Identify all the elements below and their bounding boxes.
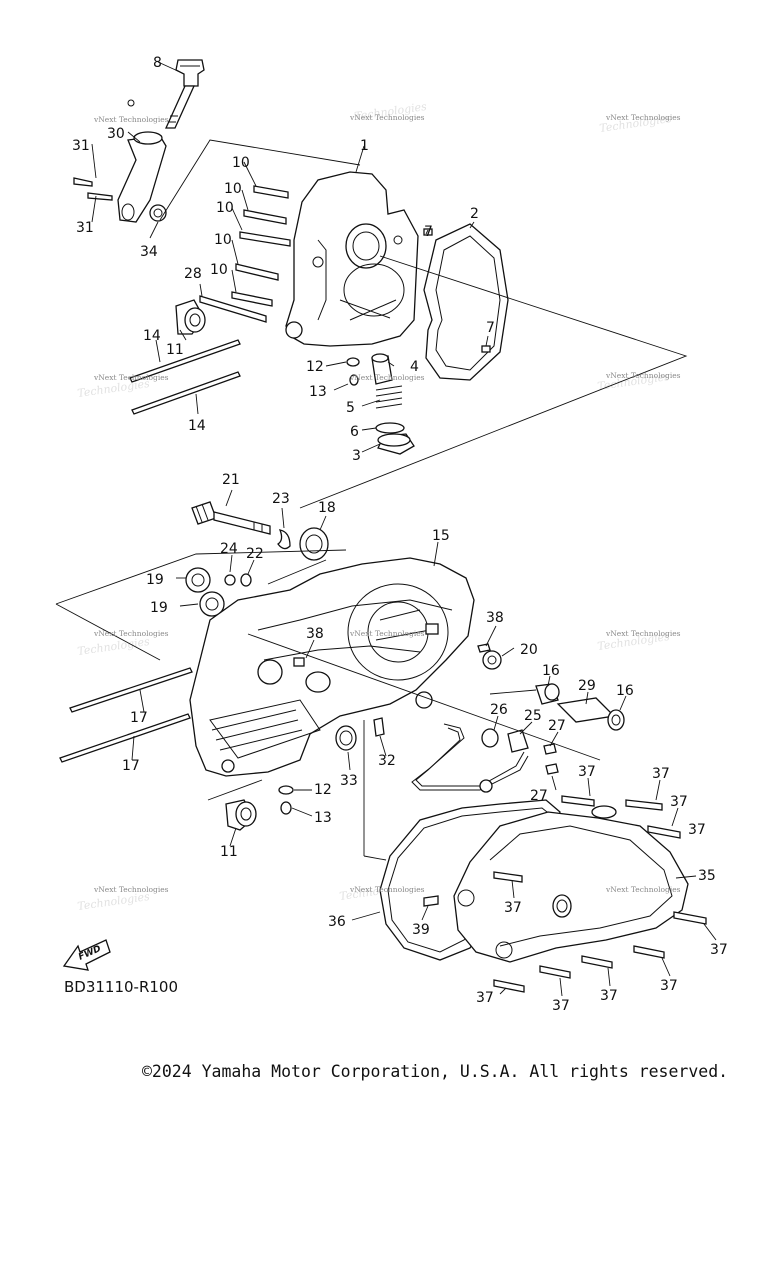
callout-label: 28 — [184, 266, 202, 282]
middle-leader-lines — [55, 489, 627, 861]
callout-label: 37 — [552, 998, 570, 1014]
callout-label: 10 — [232, 155, 250, 171]
watermark: vNext Technologies — [349, 113, 425, 122]
crankcase-right-cover — [285, 171, 419, 347]
callout-label: 31 — [76, 220, 94, 236]
callout-label: 6 — [350, 424, 359, 440]
studs-17 — [59, 667, 193, 763]
callout-label: 16 — [542, 663, 560, 679]
callout-label: 27 — [548, 718, 566, 734]
watermark: vNext Technologies — [605, 885, 681, 894]
callout-label: 30 — [107, 126, 125, 142]
dipstick-assembly — [73, 59, 205, 223]
callout-label: 5 — [346, 400, 355, 416]
callout-label: 11 — [220, 844, 238, 860]
callout-label: 14 — [143, 328, 161, 344]
callout-label: 16 — [616, 683, 634, 699]
exploded-parts-diagram: Technologies Technologies Technologies T… — [55, 55, 728, 1014]
callout-label: 25 — [524, 708, 542, 724]
collar-11-top — [175, 299, 206, 335]
copyright-notice: ©2024 Yamaha Motor Corporation, U.S.A. A… — [142, 1062, 729, 1081]
callout-label: 10 — [214, 232, 232, 248]
watermark: vNext Technologies — [605, 371, 681, 380]
callout-label: 37 — [688, 822, 706, 838]
gasket-2 — [423, 223, 509, 381]
callout-label: 4 — [410, 359, 419, 375]
callout-label: 19 — [146, 572, 164, 588]
callout-label: 12 — [306, 359, 324, 375]
callout-label: 17 — [130, 710, 148, 726]
callout-label: 37 — [710, 942, 728, 958]
watermark: vNext Technologies — [349, 373, 425, 382]
watermark: vNext Technologies — [93, 115, 169, 124]
callout-label: 23 — [272, 491, 290, 507]
watermark: vNext Technologies — [349, 629, 425, 638]
callout-label: 2 — [470, 206, 479, 222]
callout-label: 7 — [486, 320, 495, 336]
callout-label: 19 — [150, 600, 168, 616]
callout-labels: 8 31 30 31 34 1 10 10 10 10 10 28 7 2 7 … — [72, 55, 728, 1014]
callout-label: 37 — [652, 766, 670, 782]
diagram-reference-code: BD31110-R100 — [64, 978, 179, 996]
watermark: vNext Technologies — [349, 885, 425, 894]
callout-label: 37 — [600, 988, 618, 1004]
callout-label: 37 — [476, 990, 494, 1006]
callout-label: 13 — [309, 384, 327, 400]
callout-label: 15 — [432, 528, 450, 544]
callout-label: 7 — [424, 224, 433, 240]
callout-label: 33 — [340, 773, 358, 789]
callout-label: 10 — [210, 262, 228, 278]
callout-label: 35 — [698, 868, 716, 884]
top-leader-lines — [91, 61, 688, 509]
lower-small-parts — [225, 785, 294, 831]
watermark: vNext Technologies — [605, 629, 681, 638]
studs-14 — [129, 339, 241, 415]
callout-label: 17 — [122, 758, 140, 774]
watermark: vNext Technologies — [605, 113, 681, 122]
oil-pipe — [411, 723, 529, 793]
callout-label: 21 — [222, 472, 240, 488]
watermark: vNext Technologies — [93, 885, 169, 894]
callout-label: 10 — [224, 181, 242, 197]
bolts-10-group — [199, 185, 291, 323]
callout-label: 37 — [660, 978, 678, 994]
callout-label: 3 — [352, 448, 361, 464]
callout-label: 39 — [412, 922, 430, 938]
callout-label: 22 — [246, 546, 264, 562]
callout-label: 29 — [578, 678, 596, 694]
bolts-37-group — [493, 795, 707, 993]
shaft-21-group — [185, 501, 329, 617]
callout-label: 26 — [490, 702, 508, 718]
watermark: vNext Technologies — [93, 629, 169, 638]
callout-label: 38 — [486, 610, 504, 626]
callout-label: 36 — [328, 914, 346, 930]
callout-label: 13 — [314, 810, 332, 826]
filter-stack-3-6 — [346, 353, 415, 455]
right-side-parts — [335, 643, 625, 775]
callout-label: 37 — [670, 794, 688, 810]
callout-label: 37 — [504, 900, 522, 916]
callout-label: 20 — [520, 642, 538, 658]
callout-label: 32 — [378, 753, 396, 769]
callout-label: 10 — [216, 200, 234, 216]
fwd-arrow-icon: FWD — [62, 939, 111, 971]
callout-label: 11 — [166, 342, 184, 358]
callout-label: 24 — [220, 541, 238, 557]
callout-label: 34 — [140, 244, 158, 260]
callout-label: 37 — [578, 764, 596, 780]
callout-label: 18 — [318, 500, 336, 516]
callout-label: 27 — [530, 788, 548, 804]
callout-label: 8 — [153, 55, 162, 71]
callout-label: 38 — [306, 626, 324, 642]
cover-35 — [423, 805, 689, 963]
svg-text:Technologies: Technologies — [77, 635, 151, 658]
crankcase-left — [189, 557, 475, 777]
bottom-leader-lines — [351, 777, 717, 997]
callout-label: 1 — [360, 138, 369, 154]
watermark-layer: vNext Technologies vNext Technologies vN… — [93, 113, 681, 894]
watermark: vNext Technologies — [93, 373, 169, 382]
callout-label: 14 — [188, 418, 206, 434]
callout-label: 31 — [72, 138, 90, 154]
callout-label: 12 — [314, 782, 332, 798]
